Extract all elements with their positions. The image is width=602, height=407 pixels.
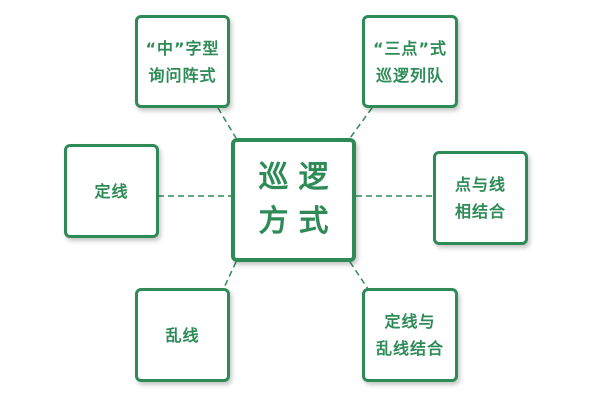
node-top-left-line-1: “中”字型: [145, 38, 220, 58]
center-node: 巡逻 方式: [231, 138, 356, 262]
node-right: 点与线 相结合: [433, 151, 528, 245]
node-bottom-right-line-1: 定线与: [384, 312, 436, 331]
node-bottom-left-line-1: 乱线: [165, 325, 200, 345]
node-right-line-2: 相结合: [454, 202, 506, 221]
node-right-line-1: 点与线: [454, 175, 506, 194]
node-bottom-right: 定线与 乱线结合: [362, 288, 458, 382]
connector-bottom-left: [221, 261, 237, 293]
node-bottom-right-line-2: 乱线结合: [375, 339, 444, 358]
node-bottom-left: 乱线: [135, 288, 230, 382]
node-top-right: “三点”式 巡逻列队: [362, 15, 458, 108]
node-left: 定线: [64, 144, 159, 238]
connector-top-right: [349, 107, 373, 139]
node-top-right-line-1: “三点”式: [372, 38, 448, 58]
connector-top-left: [217, 107, 237, 139]
center-node-line-2: 方式: [258, 204, 339, 239]
node-top-left: “中”字型 询问阵式: [135, 15, 230, 108]
node-top-left-line-2: 询问阵式: [148, 65, 217, 85]
node-left-line-1: 定线: [94, 181, 129, 201]
connector-bottom-right: [349, 261, 371, 293]
center-node-line-1: 巡逻: [258, 160, 339, 195]
node-top-right-line-2: 巡逻列队: [375, 65, 444, 85]
